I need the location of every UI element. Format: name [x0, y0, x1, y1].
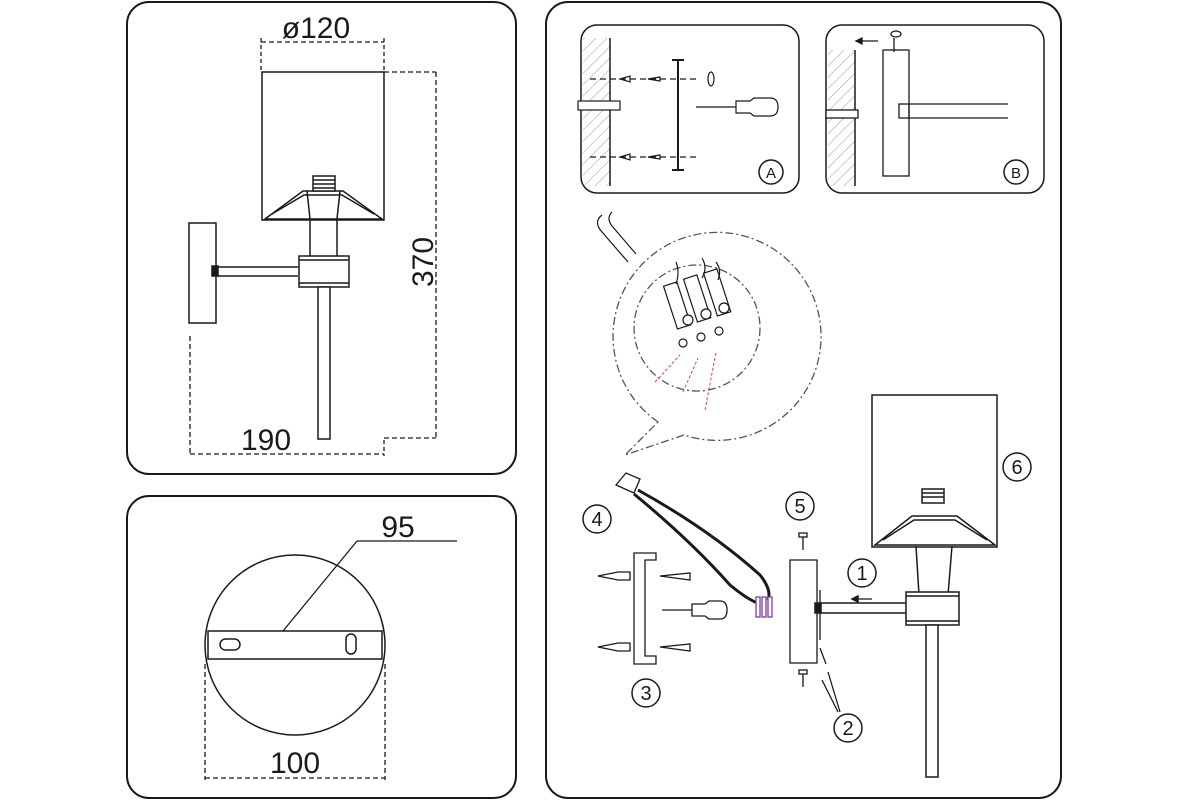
step-3-label: 3 — [640, 683, 651, 705]
shade-diameter-label: ø120 — [282, 12, 350, 45]
detail-a-label: A — [766, 165, 776, 182]
step-1-label: 1 — [856, 563, 867, 585]
height-dimension — [384, 71, 437, 439]
wall-plate-assembly — [789, 532, 827, 687]
detail-b-box: B — [825, 24, 1045, 194]
step-2-label: 2 — [842, 718, 853, 740]
step-1-marker: 1 — [847, 558, 877, 588]
step-4-marker: 4 — [582, 504, 612, 534]
depth-label: 190 — [241, 424, 291, 457]
panel-installation: A B — [545, 1, 1062, 799]
base-plate-view — [204, 554, 386, 736]
shade-diameter-dimension — [260, 38, 385, 70]
step-2-marker: 2 — [833, 713, 863, 743]
step-leaders — [821, 671, 841, 713]
base-diameter-label: 100 — [270, 747, 320, 780]
depth-dimension — [189, 336, 385, 456]
bracket-length-dimension — [282, 540, 457, 632]
step-3-marker: 3 — [631, 678, 661, 708]
detail-b-label: B — [1011, 165, 1021, 182]
panel-front-dimensions: ø120 370 190 — [126, 1, 517, 475]
step-5-marker: 5 — [785, 491, 815, 521]
step-6-label: 6 — [1011, 457, 1022, 479]
height-label: 370 — [407, 237, 440, 287]
step-5-label: 5 — [794, 496, 805, 518]
lamp-assembled-view — [814, 394, 998, 778]
step-4-label: 4 — [591, 509, 602, 531]
panel-base-dimensions: 95 100 — [126, 495, 517, 799]
bracket-length-label: 95 — [381, 511, 414, 544]
wiring-callout — [612, 231, 822, 456]
connector-and-wires — [614, 472, 773, 618]
wire-markers — [654, 351, 717, 411]
terminal-block-closeup — [596, 211, 732, 348]
lamp-front-view — [188, 71, 385, 440]
step-6-marker: 6 — [1002, 452, 1032, 482]
mounting-bracket-parts — [597, 552, 728, 665]
base-diameter-dimension — [204, 664, 386, 780]
detail-a-box: A — [577, 24, 800, 194]
